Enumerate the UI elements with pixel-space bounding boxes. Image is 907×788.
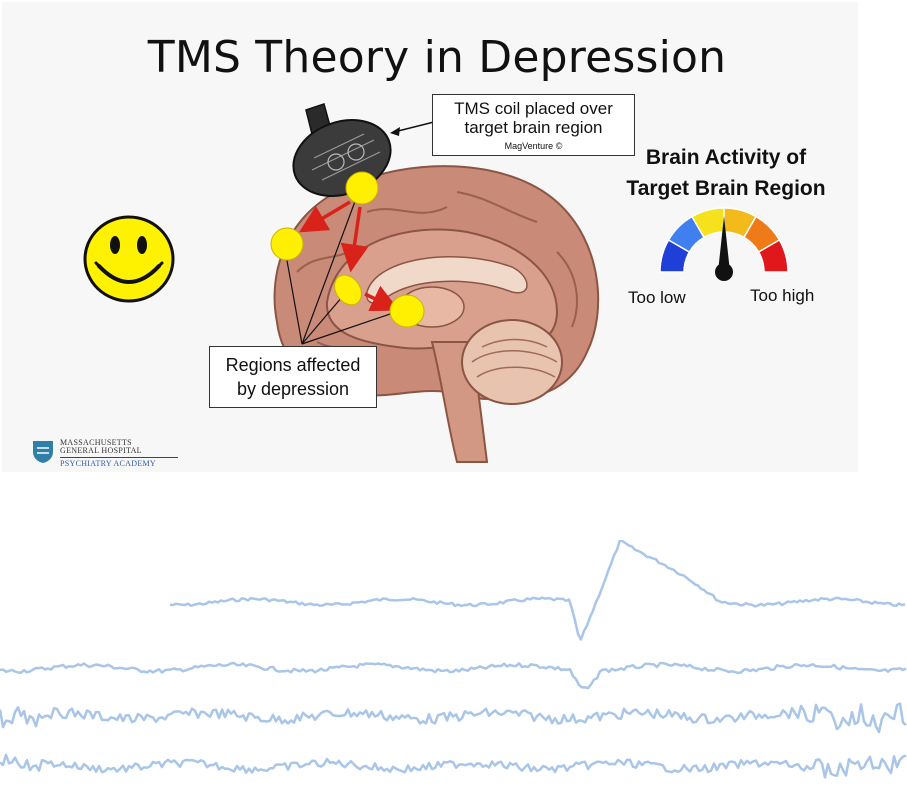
gauge-high-label: Too high — [750, 286, 815, 305]
gauge-title-line1: Brain Activity of — [645, 146, 807, 169]
depression-regions — [270, 171, 425, 328]
slide: TMS Theory in Depression — [2, 2, 858, 472]
gauge-title-line2: Target Brain Region — [626, 177, 826, 200]
coil-callout-arrow — [390, 121, 435, 136]
brain-illustration — [273, 165, 600, 463]
region-frontal — [270, 227, 304, 261]
region-dlpfc — [345, 171, 379, 205]
gauge-title: Brain Activity of Target Brain Region — [616, 142, 836, 204]
mgh-shield-icon — [33, 441, 53, 463]
eeg-trace — [0, 661, 907, 690]
slide-title: TMS Theory in Depression — [147, 32, 727, 83]
logo-line1: MASSACHUSETTS — [60, 438, 132, 447]
regions-callout-line1: Regions affected — [225, 355, 361, 375]
eeg-traces — [0, 540, 907, 779]
logo-line3: PSYCHIATRY ACADEMY — [60, 459, 157, 468]
eeg-trace — [0, 753, 907, 779]
regions-callout-box: Regions affected by depression — [209, 346, 377, 408]
eeg-trace — [0, 702, 907, 734]
gauge-low-label: Too low — [628, 288, 686, 307]
activity-gauge — [659, 207, 789, 281]
logo-line2: GENERAL HOSPITAL — [60, 446, 142, 455]
gauge-hub — [715, 263, 733, 281]
regions-callout-line2: by depression — [236, 379, 350, 399]
smiley-face-icon — [83, 215, 175, 303]
coil-callout-box: TMS coil placed over target brain region… — [432, 94, 635, 156]
mgh-logo: MASSACHUSETTS GENERAL HOSPITAL PSYCHIATR… — [32, 438, 182, 470]
gauge-needle — [718, 216, 730, 272]
coil-callout-line2: target brain region — [464, 118, 603, 137]
gauge-segment — [757, 238, 789, 273]
eeg-trace — [169, 540, 906, 641]
region-cingulate — [334, 274, 362, 306]
coil-callout-line1: TMS coil placed over — [454, 99, 613, 118]
coil-credit: MagVenture © — [504, 141, 563, 151]
logo-divider — [60, 457, 178, 458]
region-amygdala — [389, 294, 425, 328]
